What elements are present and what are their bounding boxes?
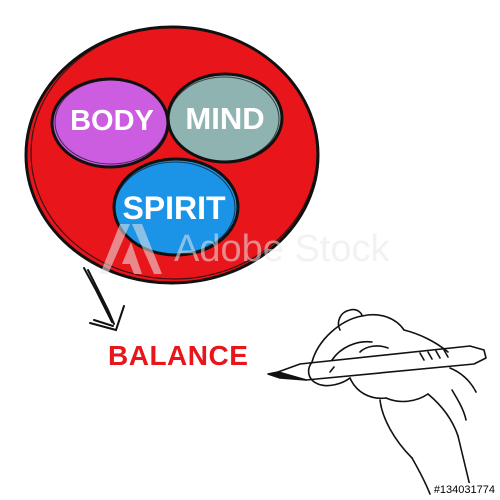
node-label-spirit: SPIRIT — [122, 190, 226, 226]
hand-with-pen-icon — [267, 308, 487, 495]
adobe-logo-icon — [100, 224, 162, 274]
mind-ellipse — [166, 72, 284, 164]
watermark-text: Adobe Stock — [174, 228, 390, 270]
arrow-down-icon — [83, 267, 125, 332]
adobe-stock-watermark: Adobe Stock — [100, 222, 400, 282]
spirit-ellipse — [112, 157, 240, 257]
outer-circle-sketch — [30, 26, 318, 280]
stock-id-label: #134031774 — [431, 483, 497, 497]
node-label-body: BODY — [70, 105, 154, 137]
spirit-ellipse-sketch — [114, 161, 236, 255]
node-label-mind: MIND — [185, 101, 265, 136]
outcome-label: BALANCE — [108, 340, 249, 371]
mind-ellipse-sketch — [168, 76, 280, 162]
